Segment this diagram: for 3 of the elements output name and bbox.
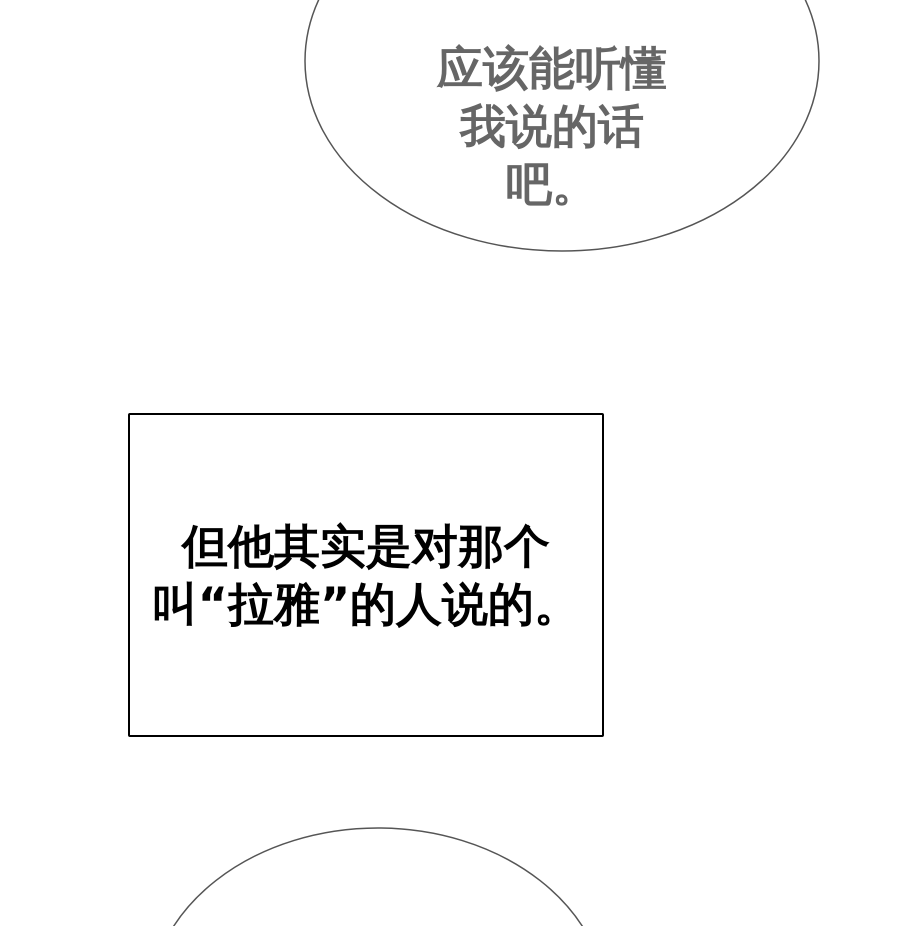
narration-box: [128, 413, 604, 737]
speech-text: 应该能听懂我说的话吧。: [436, 40, 668, 213]
narration-text: 但他其实是对那个叫“拉雅”的人说的。: [150, 518, 582, 633]
